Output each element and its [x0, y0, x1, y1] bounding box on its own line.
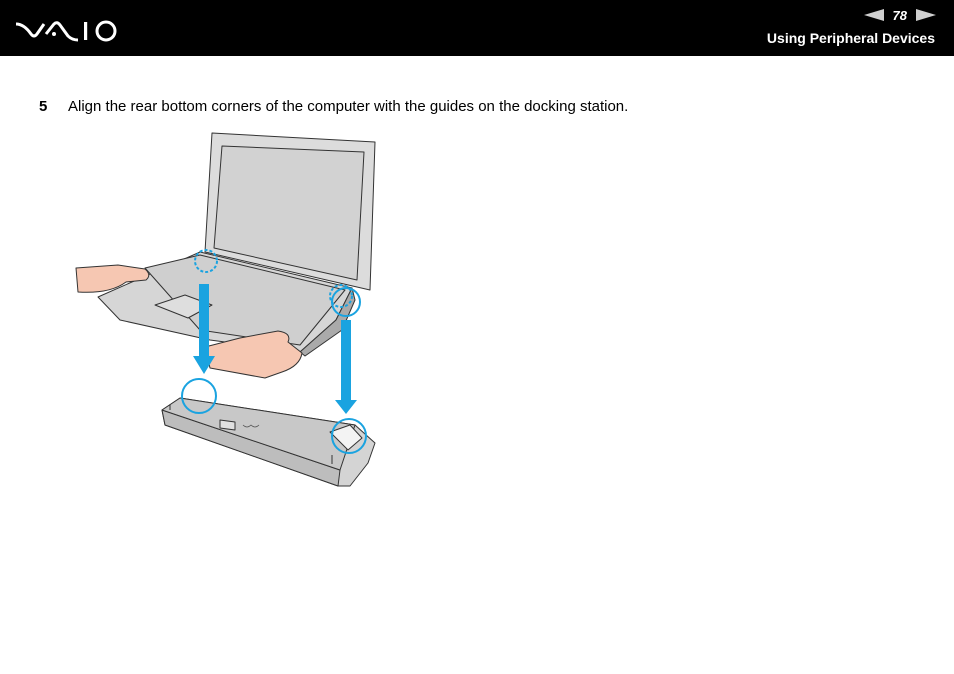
left-hand: [75, 264, 150, 293]
next-page-arrow-icon[interactable]: [916, 9, 936, 21]
right-hand: [204, 330, 303, 379]
step-text: Align the rear bottom corners of the com…: [68, 98, 629, 115]
docking-station: [161, 397, 376, 487]
step-number: 5: [39, 98, 48, 115]
page-number: 78: [892, 7, 907, 23]
page-header: 78 Using Peripheral Devices: [0, 0, 954, 56]
step-5: 5 Align the rear bottom corners of the c…: [39, 98, 628, 115]
vaio-logo: [15, 20, 117, 42]
section-title: Using Peripheral Devices: [766, 30, 935, 46]
docking-illustration: [75, 132, 376, 487]
prev-page-arrow-icon[interactable]: [863, 9, 884, 21]
alignment-arrows: [193, 284, 357, 414]
laptop: [97, 132, 376, 357]
page-navigation: 78: [863, 7, 936, 23]
